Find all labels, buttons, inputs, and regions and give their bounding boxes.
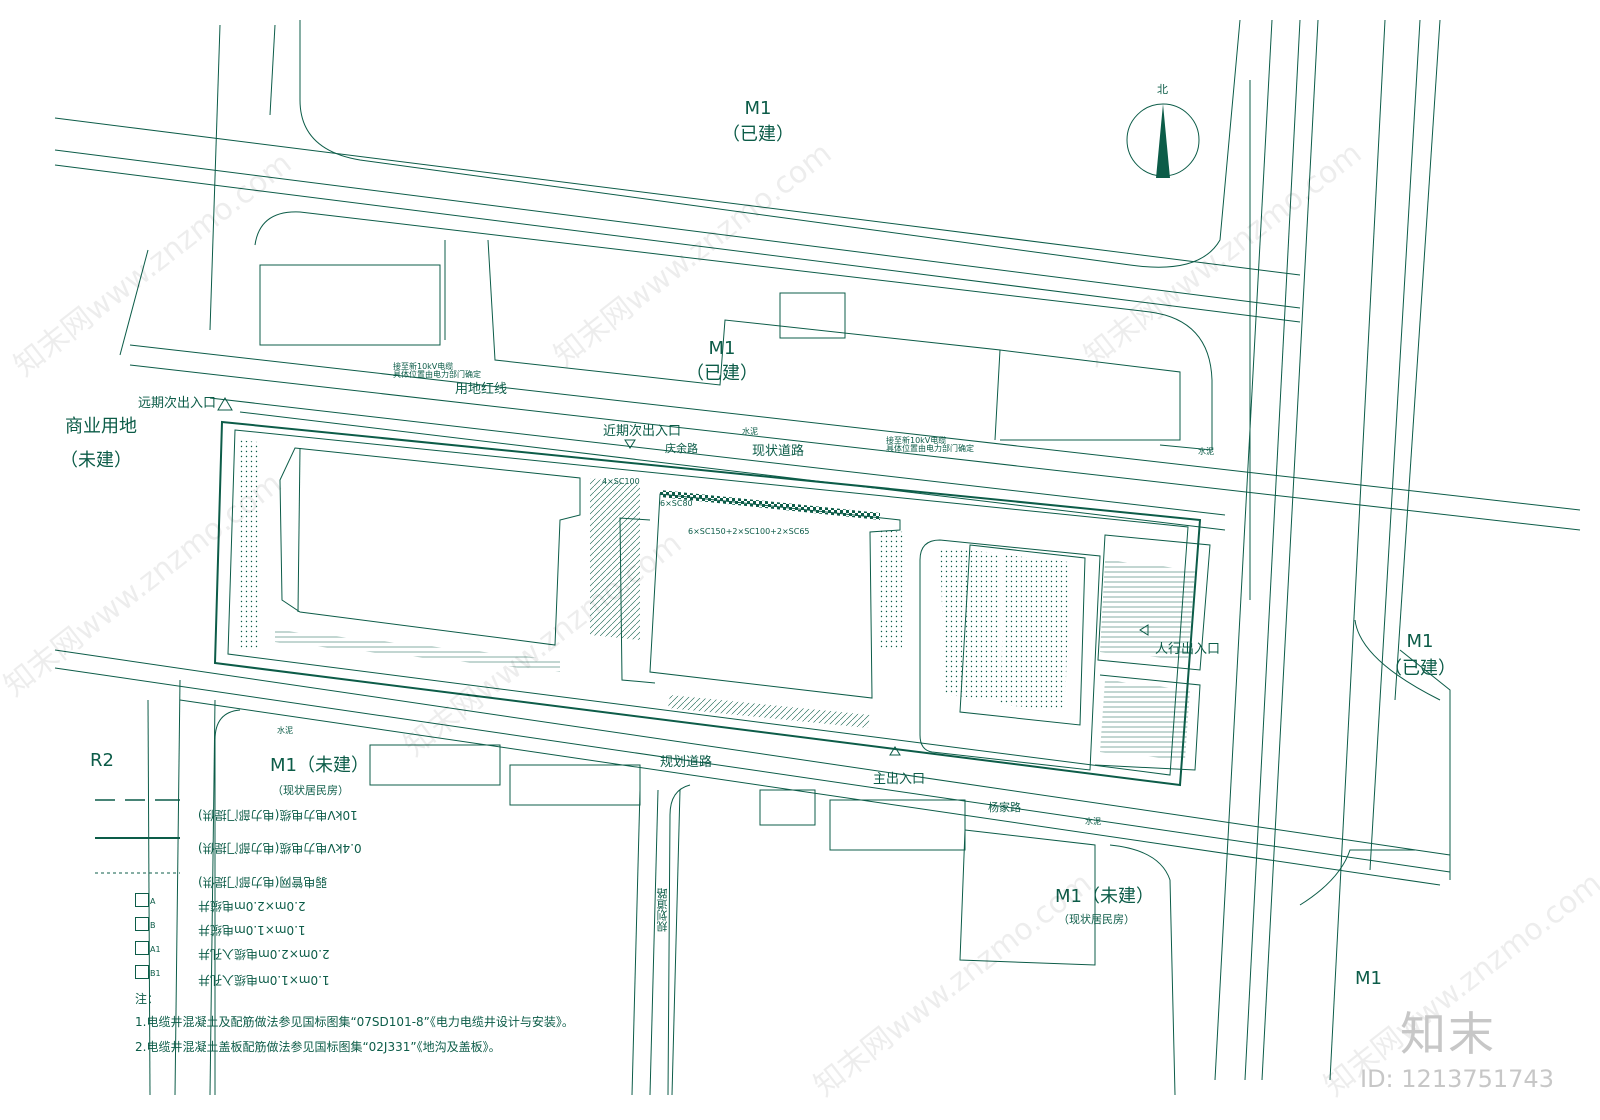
legend-box-b (135, 917, 149, 931)
north-arrow-icon (1126, 103, 1200, 178)
legend-item-2: 弱电管网(电力部门提供) (198, 875, 328, 889)
legend-item-1: 0.4kV电力电缆(电力部门提供) (198, 841, 362, 855)
legend-item-4: 1.0m×1.0m电缆井 (198, 923, 306, 937)
pedestrian-entrance-label: 人行出入口 (1155, 642, 1221, 657)
note-2: 2.电缆井混凝土盖板配筋做法参见国标图集“02J331”《地沟及盖板》。 (135, 1040, 501, 1054)
qingyu-road-label: 庆余路 (665, 442, 698, 455)
cable-spec-1: 6×SC150+2×SC100+2×SC65 (688, 527, 810, 536)
commercial-land-label: 商业用地 (65, 416, 137, 437)
legend-item-6: 1.0m×1.0m电缆入孔井 (198, 973, 330, 987)
note-1: 1.电缆井混凝土及配筋做法参见国标图集“07SD101-8”《电力电缆井设计与安… (135, 1015, 574, 1029)
main-entrance-label: 主出入口 (873, 772, 926, 787)
legend-box-a1-label: A1 (150, 945, 161, 954)
cement-label-4: 水泥 (1085, 817, 1101, 826)
legend-box-b-label: B (150, 921, 156, 930)
future-entrance-label: 远期次出入口 (138, 396, 217, 411)
legend-item-0: 10kV电力电缆(电力部门提供) (198, 808, 358, 822)
cable-spec-3: 6×SC80 (660, 499, 693, 508)
m1-south-unbuilt-label: M1（未建） (270, 755, 369, 776)
cable-note-2: 接至新10kV电缆 具体位置由电力部门确定 (886, 436, 974, 453)
legend-box-a1 (135, 941, 149, 955)
commercial-land-status: （未建） (60, 450, 132, 471)
notes-title: 注： (135, 992, 160, 1006)
legend-box-a-label: A (150, 897, 156, 906)
existing-road-label: 现状道路 (752, 444, 805, 459)
m1-north-label: M1 (744, 98, 772, 119)
m1-center-status: （已建） (686, 363, 758, 384)
cement-label-3: 水泥 (277, 726, 293, 735)
m1-south-residents: （现状居民房） (272, 784, 349, 797)
red-line-label: 用地红线 (455, 382, 508, 397)
cable-spec-2: 4×SC100 (602, 477, 640, 486)
entrance-triangle-icon (217, 397, 1149, 756)
north-label: 北 (1157, 83, 1168, 96)
planned-road-vertical-label: 规划道路 (656, 888, 669, 932)
m1-southeast-label: M1 (1355, 968, 1382, 989)
m1-north-status: （已建） (722, 124, 794, 145)
m1-center-label: M1 (708, 338, 736, 359)
m1-southeast-unbuilt-label: M1（未建） (1055, 886, 1154, 907)
yangjia-road-label: 杨家路 (988, 801, 1021, 814)
r2-label: R2 (90, 750, 114, 771)
m1-southeast-residents: （现状居民房） (1058, 913, 1135, 926)
m1-east-status: （已建） (1384, 658, 1456, 679)
m1-east-label: M1 (1406, 631, 1434, 652)
legend-item-3: 2.0m×2.0m电缆井 (198, 899, 306, 913)
legend-lines (95, 799, 180, 874)
legend-box-b1 (135, 965, 149, 979)
watermark-id: ID: 1213751743 (1360, 1065, 1554, 1093)
watermark-brand: 知末 (1400, 1007, 1496, 1061)
cement-label-2: 水泥 (1198, 447, 1214, 456)
near-entrance-label: 近期次出入口 (603, 424, 682, 439)
legend-box-b1-label: B1 (150, 969, 161, 978)
legend-item-5: 2.0m×2.0m电缆入孔井 (198, 947, 330, 961)
planned-road-label: 规划道路 (660, 755, 713, 770)
cement-label-1: 水泥 (742, 427, 758, 436)
cable-note-1: 接至新10kV电缆 具体位置由电力部门确定 (393, 362, 481, 379)
legend-box-a (135, 893, 149, 907)
